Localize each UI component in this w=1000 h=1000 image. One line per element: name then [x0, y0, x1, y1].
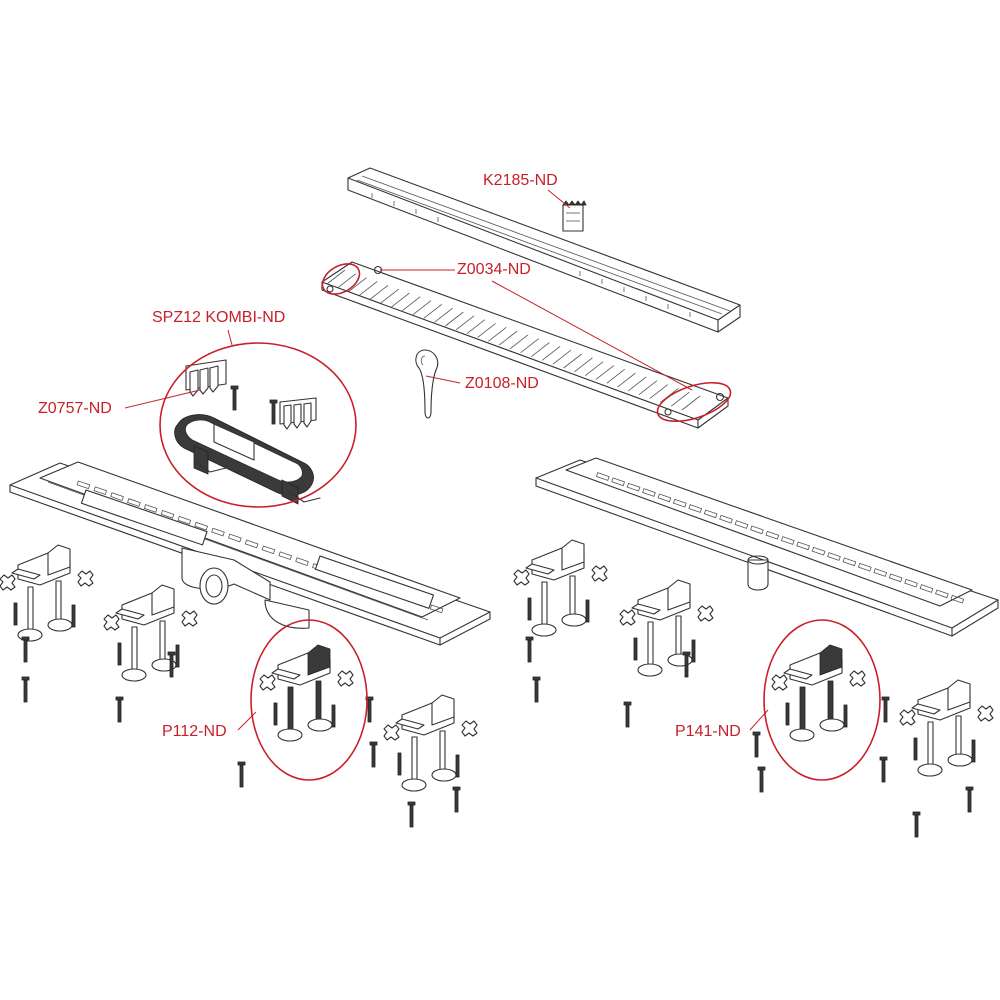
loose-screw — [367, 699, 372, 723]
loose-screw — [409, 804, 414, 828]
z0757-comb-right — [279, 397, 317, 430]
left-channel — [9, 461, 491, 646]
top-channel — [347, 167, 741, 333]
label-p112: P112-ND — [162, 723, 227, 740]
k2185-part — [562, 200, 587, 232]
loose-screw — [117, 699, 122, 723]
loose-screw — [23, 679, 28, 703]
leveling-foot — [383, 694, 478, 792]
leader-z0757 — [124, 389, 201, 409]
leveling-foot — [771, 644, 866, 742]
callout-spz12 — [159, 342, 357, 508]
leader-z0108 — [425, 375, 461, 384]
loose-screw — [169, 654, 174, 678]
leveling-foot — [899, 679, 994, 777]
z0757-comb-left — [185, 359, 227, 397]
loose-screw — [239, 764, 244, 788]
callout-z0034-left — [321, 263, 361, 295]
leader-p141 — [749, 709, 769, 731]
loose-screw — [527, 639, 532, 663]
z0108-clip — [415, 349, 439, 419]
label-spz12: SPZ12 KOMBI-ND — [152, 309, 286, 326]
callout-p112 — [250, 619, 368, 781]
callout-p141 — [763, 619, 881, 781]
callout-z0034-right — [656, 381, 732, 423]
loose-screw — [967, 789, 972, 813]
loose-screw — [625, 704, 630, 728]
leader-k2185 — [547, 189, 571, 209]
leader-spz12 — [227, 329, 233, 346]
loose-screw — [454, 789, 459, 813]
right-channel — [535, 457, 999, 637]
loose-screw — [881, 759, 886, 783]
leveling-foot — [103, 584, 198, 682]
leveling-foot — [259, 644, 354, 742]
leader-z0034-b — [491, 280, 693, 391]
loose-screw — [23, 639, 28, 663]
loose-screw — [914, 814, 919, 838]
leveling-feet — [0, 539, 994, 838]
loose-screw — [371, 744, 376, 768]
callouts — [159, 263, 881, 781]
label-k2185: K2185-ND — [483, 172, 558, 189]
loose-screw — [684, 654, 689, 678]
label-z0757: Z0757-ND — [38, 400, 112, 417]
label-z0034: Z0034-ND — [457, 261, 531, 278]
leader-p112 — [237, 711, 257, 731]
leveling-foot — [619, 579, 714, 677]
leader-lines — [124, 189, 769, 731]
label-p141: P141-ND — [675, 723, 741, 740]
loose-screw — [754, 734, 759, 758]
label-z0108: Z0108-ND — [465, 375, 539, 392]
loose-screw — [883, 699, 888, 723]
loose-screw — [759, 769, 764, 793]
loose-screw — [534, 679, 539, 703]
spz12-assembly — [174, 359, 321, 505]
leveling-foot — [0, 544, 94, 642]
leveling-foot — [513, 539, 608, 637]
